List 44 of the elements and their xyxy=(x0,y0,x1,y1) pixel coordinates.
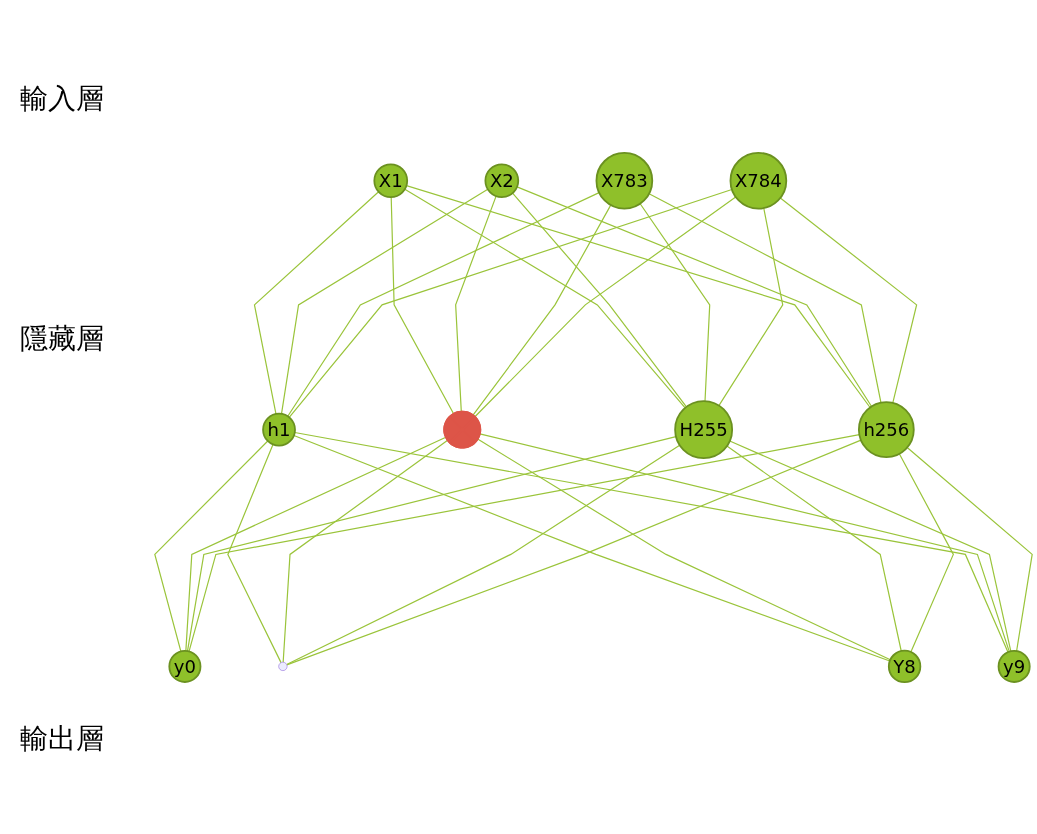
connector xyxy=(474,195,737,417)
connector xyxy=(288,188,733,418)
connector xyxy=(512,192,688,407)
connector xyxy=(726,445,902,652)
node-circle: h256 xyxy=(858,400,915,458)
connector xyxy=(287,191,600,417)
connector xyxy=(286,444,681,665)
connector xyxy=(282,439,449,663)
node-circle: H255 xyxy=(674,399,734,459)
node-circle: X783 xyxy=(595,151,654,210)
connector xyxy=(718,207,784,406)
connector xyxy=(477,437,891,660)
connector xyxy=(405,184,871,408)
connector xyxy=(154,439,269,652)
layer-label: 輸出層 xyxy=(20,721,104,757)
node-circle: y9 xyxy=(997,649,1031,683)
connector xyxy=(455,195,497,412)
node-circle: Y8 xyxy=(887,649,922,683)
node-circle: y0 xyxy=(168,649,202,683)
node-circle: X1 xyxy=(373,162,409,198)
connector xyxy=(404,188,686,409)
connector xyxy=(294,431,1009,653)
connector xyxy=(779,196,918,404)
connector xyxy=(906,446,1033,652)
node-circle: h1 xyxy=(262,412,296,446)
connector xyxy=(280,188,489,414)
node-point xyxy=(278,661,288,671)
node-circle: X784 xyxy=(729,151,788,210)
connector xyxy=(479,432,1010,652)
node-circle: X2 xyxy=(484,162,520,198)
connector xyxy=(227,443,282,663)
connector xyxy=(185,436,447,651)
connector xyxy=(648,192,882,403)
connector xyxy=(390,196,455,414)
connector xyxy=(516,185,873,407)
layer-label: 隱藏層 xyxy=(20,321,104,357)
connector xyxy=(472,204,612,416)
connector xyxy=(188,433,860,652)
connector xyxy=(639,202,711,402)
connector xyxy=(253,190,380,415)
connector xyxy=(186,435,677,652)
layer-label: 輸入層 xyxy=(20,81,104,117)
connector xyxy=(729,439,1012,652)
connector xyxy=(898,452,954,653)
